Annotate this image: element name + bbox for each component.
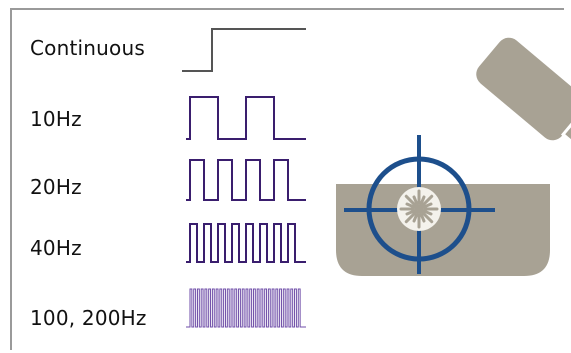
waveform-2 bbox=[186, 96, 306, 140]
waveform-4 bbox=[186, 223, 306, 263]
waveform-3 bbox=[186, 159, 306, 201]
waveform-5 bbox=[186, 288, 306, 328]
mode-label-100-200hz: 100, 200Hz bbox=[30, 306, 147, 330]
target-crosshair-icon bbox=[344, 135, 495, 274]
laser-handpiece-icon bbox=[476, 37, 571, 174]
mode-label-10hz: 10Hz bbox=[30, 107, 82, 131]
mode-label-continuous: Continuous bbox=[30, 36, 145, 60]
mode-label-40hz: 40Hz bbox=[30, 236, 82, 260]
laser-burst-icon bbox=[399, 189, 439, 229]
tissue-basin-shape bbox=[336, 184, 550, 276]
panel-frame bbox=[10, 8, 564, 350]
mode-label-20hz: 20Hz bbox=[30, 175, 82, 199]
waveform-1 bbox=[182, 28, 306, 72]
